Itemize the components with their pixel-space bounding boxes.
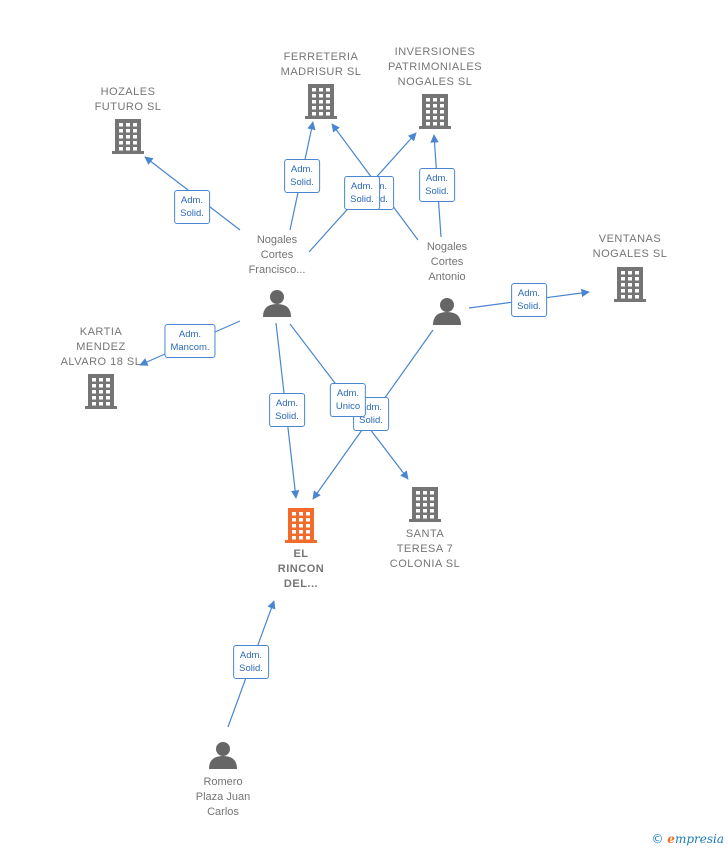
node-rincon-building-icon[interactable] — [285, 508, 317, 543]
node-santa-building-icon[interactable] — [409, 487, 441, 522]
node-ventanas-building-icon[interactable] — [614, 267, 646, 302]
node-label-kartia[interactable]: KARTIA MENDEZ ALVARO 18 SL — [60, 326, 142, 368]
node-label-santa[interactable]: SANTA TERESA 7 COLONIA SL — [389, 528, 461, 570]
copyright-symbol: © — [651, 832, 664, 846]
node-inversiones-building-icon[interactable] — [419, 94, 451, 129]
brand-name: mpresia — [674, 832, 724, 846]
node-label-inversiones[interactable]: INVERSIONES PATRIMONIALES NOGALES SL — [387, 46, 483, 88]
node-label-antonio[interactable]: Nogales Cortes Antonio — [426, 241, 468, 283]
node-francisco-person-icon[interactable] — [263, 290, 291, 317]
node-label-hozales[interactable]: HOZALES FUTURO SL — [94, 86, 162, 113]
node-antonio-person-icon[interactable] — [433, 298, 461, 325]
edge-label-francisco-hozales[interactable]: Adm. Solid. — [174, 190, 210, 224]
node-ferreteria-building-icon[interactable] — [305, 84, 337, 119]
brand-initial: e — [667, 832, 675, 846]
edge-label-francisco-ferreteria[interactable]: Adm. Solid. — [284, 159, 320, 193]
edge-label-romero-rincon[interactable]: Adm. Solid. — [233, 645, 269, 679]
node-hozales-building-icon[interactable] — [112, 119, 144, 154]
edge-label-antonio-rincon[interactable]: Adm. Unico — [329, 383, 367, 417]
node-label-romero[interactable]: Romero Plaza Juan Carlos — [195, 776, 251, 818]
edge-label-francisco-rincon[interactable]: Adm. Solid. — [269, 393, 305, 427]
edge-label-francisco-kartia[interactable]: Adm. Mancom. — [164, 324, 216, 358]
edge-label-antonio-ferreteria[interactable]: Adm. Solid. — [344, 176, 380, 210]
node-label-francisco[interactable]: Nogales Cortes Francisco... — [248, 234, 306, 276]
node-label-rincon[interactable]: EL RINCON DEL... — [277, 548, 325, 590]
node-label-ferreteria[interactable]: FERRETERIA MADRISUR SL — [280, 51, 362, 78]
edge-label-antonio-ventanas[interactable]: Adm. Solid. — [511, 283, 547, 317]
node-label-ventanas[interactable]: VENTANAS NOGALES SL — [592, 233, 668, 260]
brand-footer[interactable]: © empresia — [651, 832, 724, 846]
edge-label-antonio-inversiones[interactable]: Adm. Solid. — [419, 168, 455, 202]
node-romero-person-icon[interactable] — [209, 742, 237, 769]
node-kartia-building-icon[interactable] — [85, 374, 117, 409]
